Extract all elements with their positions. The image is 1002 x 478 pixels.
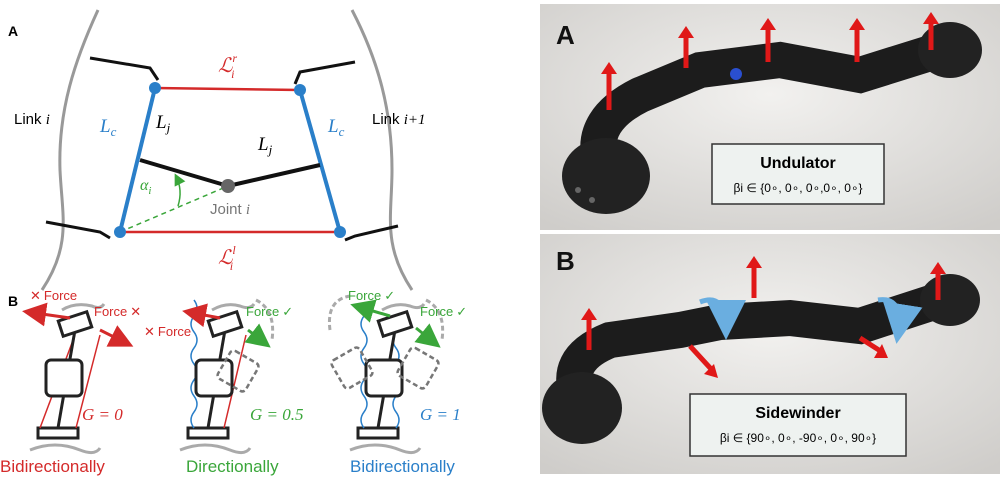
snake-b-head (542, 372, 622, 444)
photo-b-label: B (556, 246, 575, 276)
snake-a-tail (918, 22, 982, 78)
sidewinder-arrows (581, 256, 946, 378)
module-g0: G = 0 (22, 302, 134, 455)
link-i1-label: Link i+1 (372, 111, 426, 128)
snake-b-tail (920, 274, 980, 326)
lj-upper-label: Lj (155, 112, 171, 135)
cable-right (154, 86, 301, 92)
lj-right-line (227, 163, 321, 188)
undulator-arrows (601, 12, 939, 110)
rotation-arrow-1 (699, 297, 746, 340)
module-g1: G = 1 (327, 294, 461, 455)
force-cross-3: ✕Force (144, 324, 191, 339)
photo-sidewinder: B Sidewinder βi ∈ {90∘, 0∘, -90∘, 0∘, 90… (540, 234, 1000, 474)
g05-label: G = 0.5 (250, 405, 304, 424)
lc-right-label: Lc (327, 116, 345, 139)
node-top-left (149, 82, 161, 94)
node-bottom-right (334, 226, 346, 238)
bracket-top-right (293, 60, 356, 85)
rotation-arrow-2 (877, 297, 923, 344)
snake-a (562, 22, 982, 214)
alpha-label: αi (140, 177, 151, 197)
module-g05: G = 0.5 (179, 298, 304, 455)
joint-label: Joint i (210, 201, 250, 218)
sidewinder-title: Sidewinder (755, 405, 840, 422)
undulator-title: Undulator (760, 155, 836, 172)
left-panel-a: A Link i Link i+1 Lc Lc Lj Lj (8, 9, 426, 291)
bracket-top-left (89, 56, 160, 81)
link-i1-outline (350, 9, 414, 291)
panel-b-label-left: B (8, 293, 18, 309)
lj-left-line (139, 158, 229, 188)
g0-label: G = 0 (82, 405, 123, 424)
force-cross-2: Force✕ (94, 304, 141, 319)
lc-left-label: Lc (99, 116, 117, 139)
node-bottom-left (114, 226, 126, 238)
force-check-1: Force✓ (246, 304, 293, 319)
sidewinder-box (689, 393, 907, 457)
link-i-outline (40, 9, 100, 291)
force-check-2: Force✓ (348, 288, 395, 303)
lc-left-segment (118, 87, 157, 233)
bracket-bottom-right (344, 224, 399, 242)
panel-a-label-left: A (8, 23, 18, 39)
lc-right-segment (298, 89, 342, 233)
photo-undulator: A Undulator βi ∈ {0∘, 0∘, 0∘,0∘, 0∘} (540, 4, 1000, 230)
link-i-label: Link i (14, 111, 50, 128)
alpha-arc (174, 173, 186, 207)
undulator-box (711, 143, 885, 205)
lj-lower-label: Lj (257, 134, 273, 157)
g1-label: G = 1 (420, 405, 461, 424)
force-cross-1: ✕Force (30, 288, 77, 303)
left-panel-b: B G = 0 ✕Force Force✕ ✕Force (0, 288, 467, 476)
force-check-3: Force✓ (420, 304, 467, 319)
caption-directional: Directionally (186, 457, 279, 476)
caption-bidirectional-1: Bidirectionally (0, 457, 105, 476)
alpha-dashed-line (119, 185, 229, 233)
sidewinder-params: βi ∈ {90∘, 0∘, -90∘, 0∘, 90∘} (720, 431, 876, 445)
joint-node (221, 179, 235, 193)
caption-bidirectional-2: Bidirectionally (350, 457, 455, 476)
node-top-right (294, 84, 306, 96)
undulator-params: βi ∈ {0∘, 0∘, 0∘,0∘, 0∘} (734, 181, 863, 195)
snake-a-head (562, 138, 650, 214)
photo-a-label: A (556, 20, 575, 50)
bracket-bottom-left (45, 220, 111, 240)
